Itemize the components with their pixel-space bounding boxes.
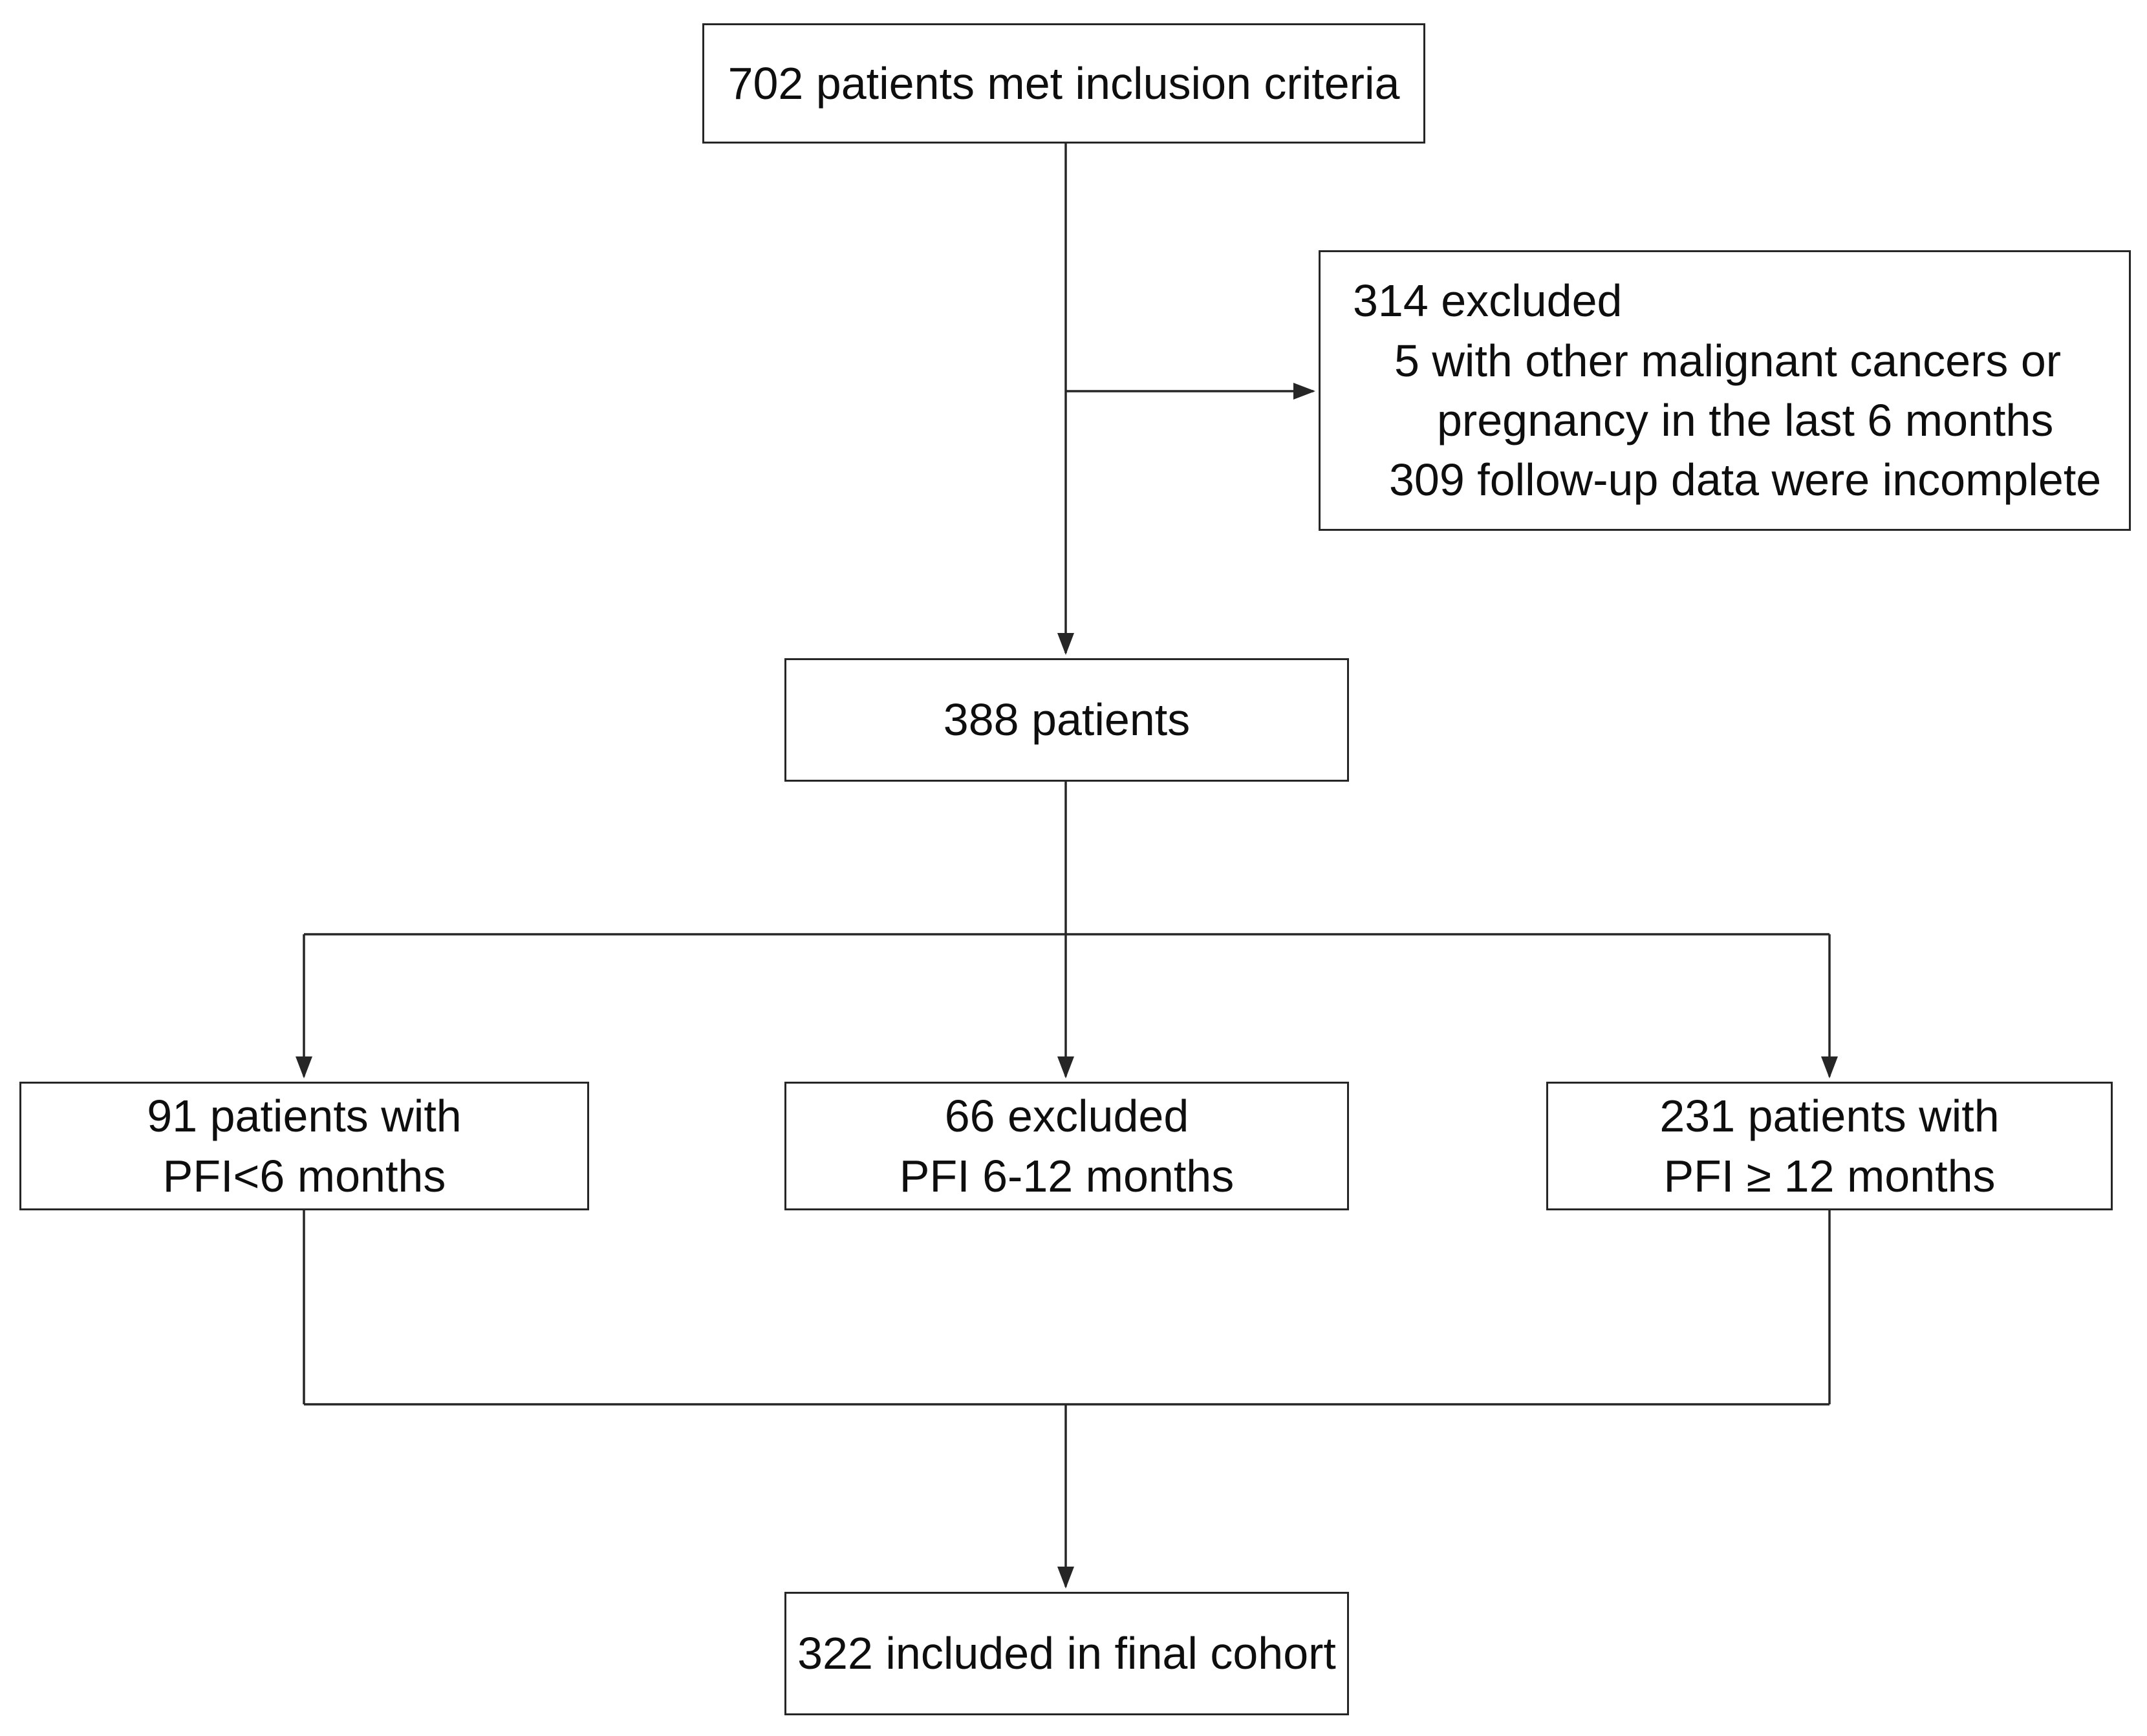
pfi-lt6-line-1: 91 patients with [147, 1091, 462, 1142]
box-inclusion: 702 patients met inclusion criteria [702, 23, 1425, 144]
box-excluded: 314 excluded 5 with other malignant canc… [1319, 250, 2131, 531]
388-patients-text: 388 patients [943, 694, 1191, 745]
excluded-line-4: 309 follow-up data were incomplete [1389, 455, 2102, 506]
pfi-lt6-line-2: PFI<6 months [162, 1150, 446, 1201]
excluded-line-1: 314 excluded [1353, 275, 1623, 327]
box-388-patients: 388 patients [784, 658, 1349, 782]
box-final-cohort: 322 included in final cohort [784, 1592, 1349, 1715]
box-pfi-lt-6-months: 91 patients with PFI<6 months [19, 1082, 589, 1210]
box-pfi-6-12-months: 66 excluded PFI 6-12 months [784, 1082, 1349, 1210]
final-cohort-text: 322 included in final cohort [797, 1628, 1336, 1679]
excluded-line-3: pregnancy in the last 6 months [1437, 395, 2054, 445]
pfi-6-12-line-1: 66 excluded [944, 1091, 1189, 1142]
box-pfi-ge-12-months: 231 patients with PFI ≥ 12 months [1546, 1082, 2113, 1210]
pfi-ge12-line-1: 231 patients with [1659, 1091, 2000, 1142]
pfi-ge12-line-2: PFI ≥ 12 months [1663, 1150, 1996, 1201]
pfi-6-12-line-2: PFI 6-12 months [899, 1150, 1235, 1201]
inclusion-text: 702 patients met inclusion criteria [728, 58, 1400, 109]
excluded-line-2: 5 with other malignant cancers or [1394, 335, 2062, 386]
